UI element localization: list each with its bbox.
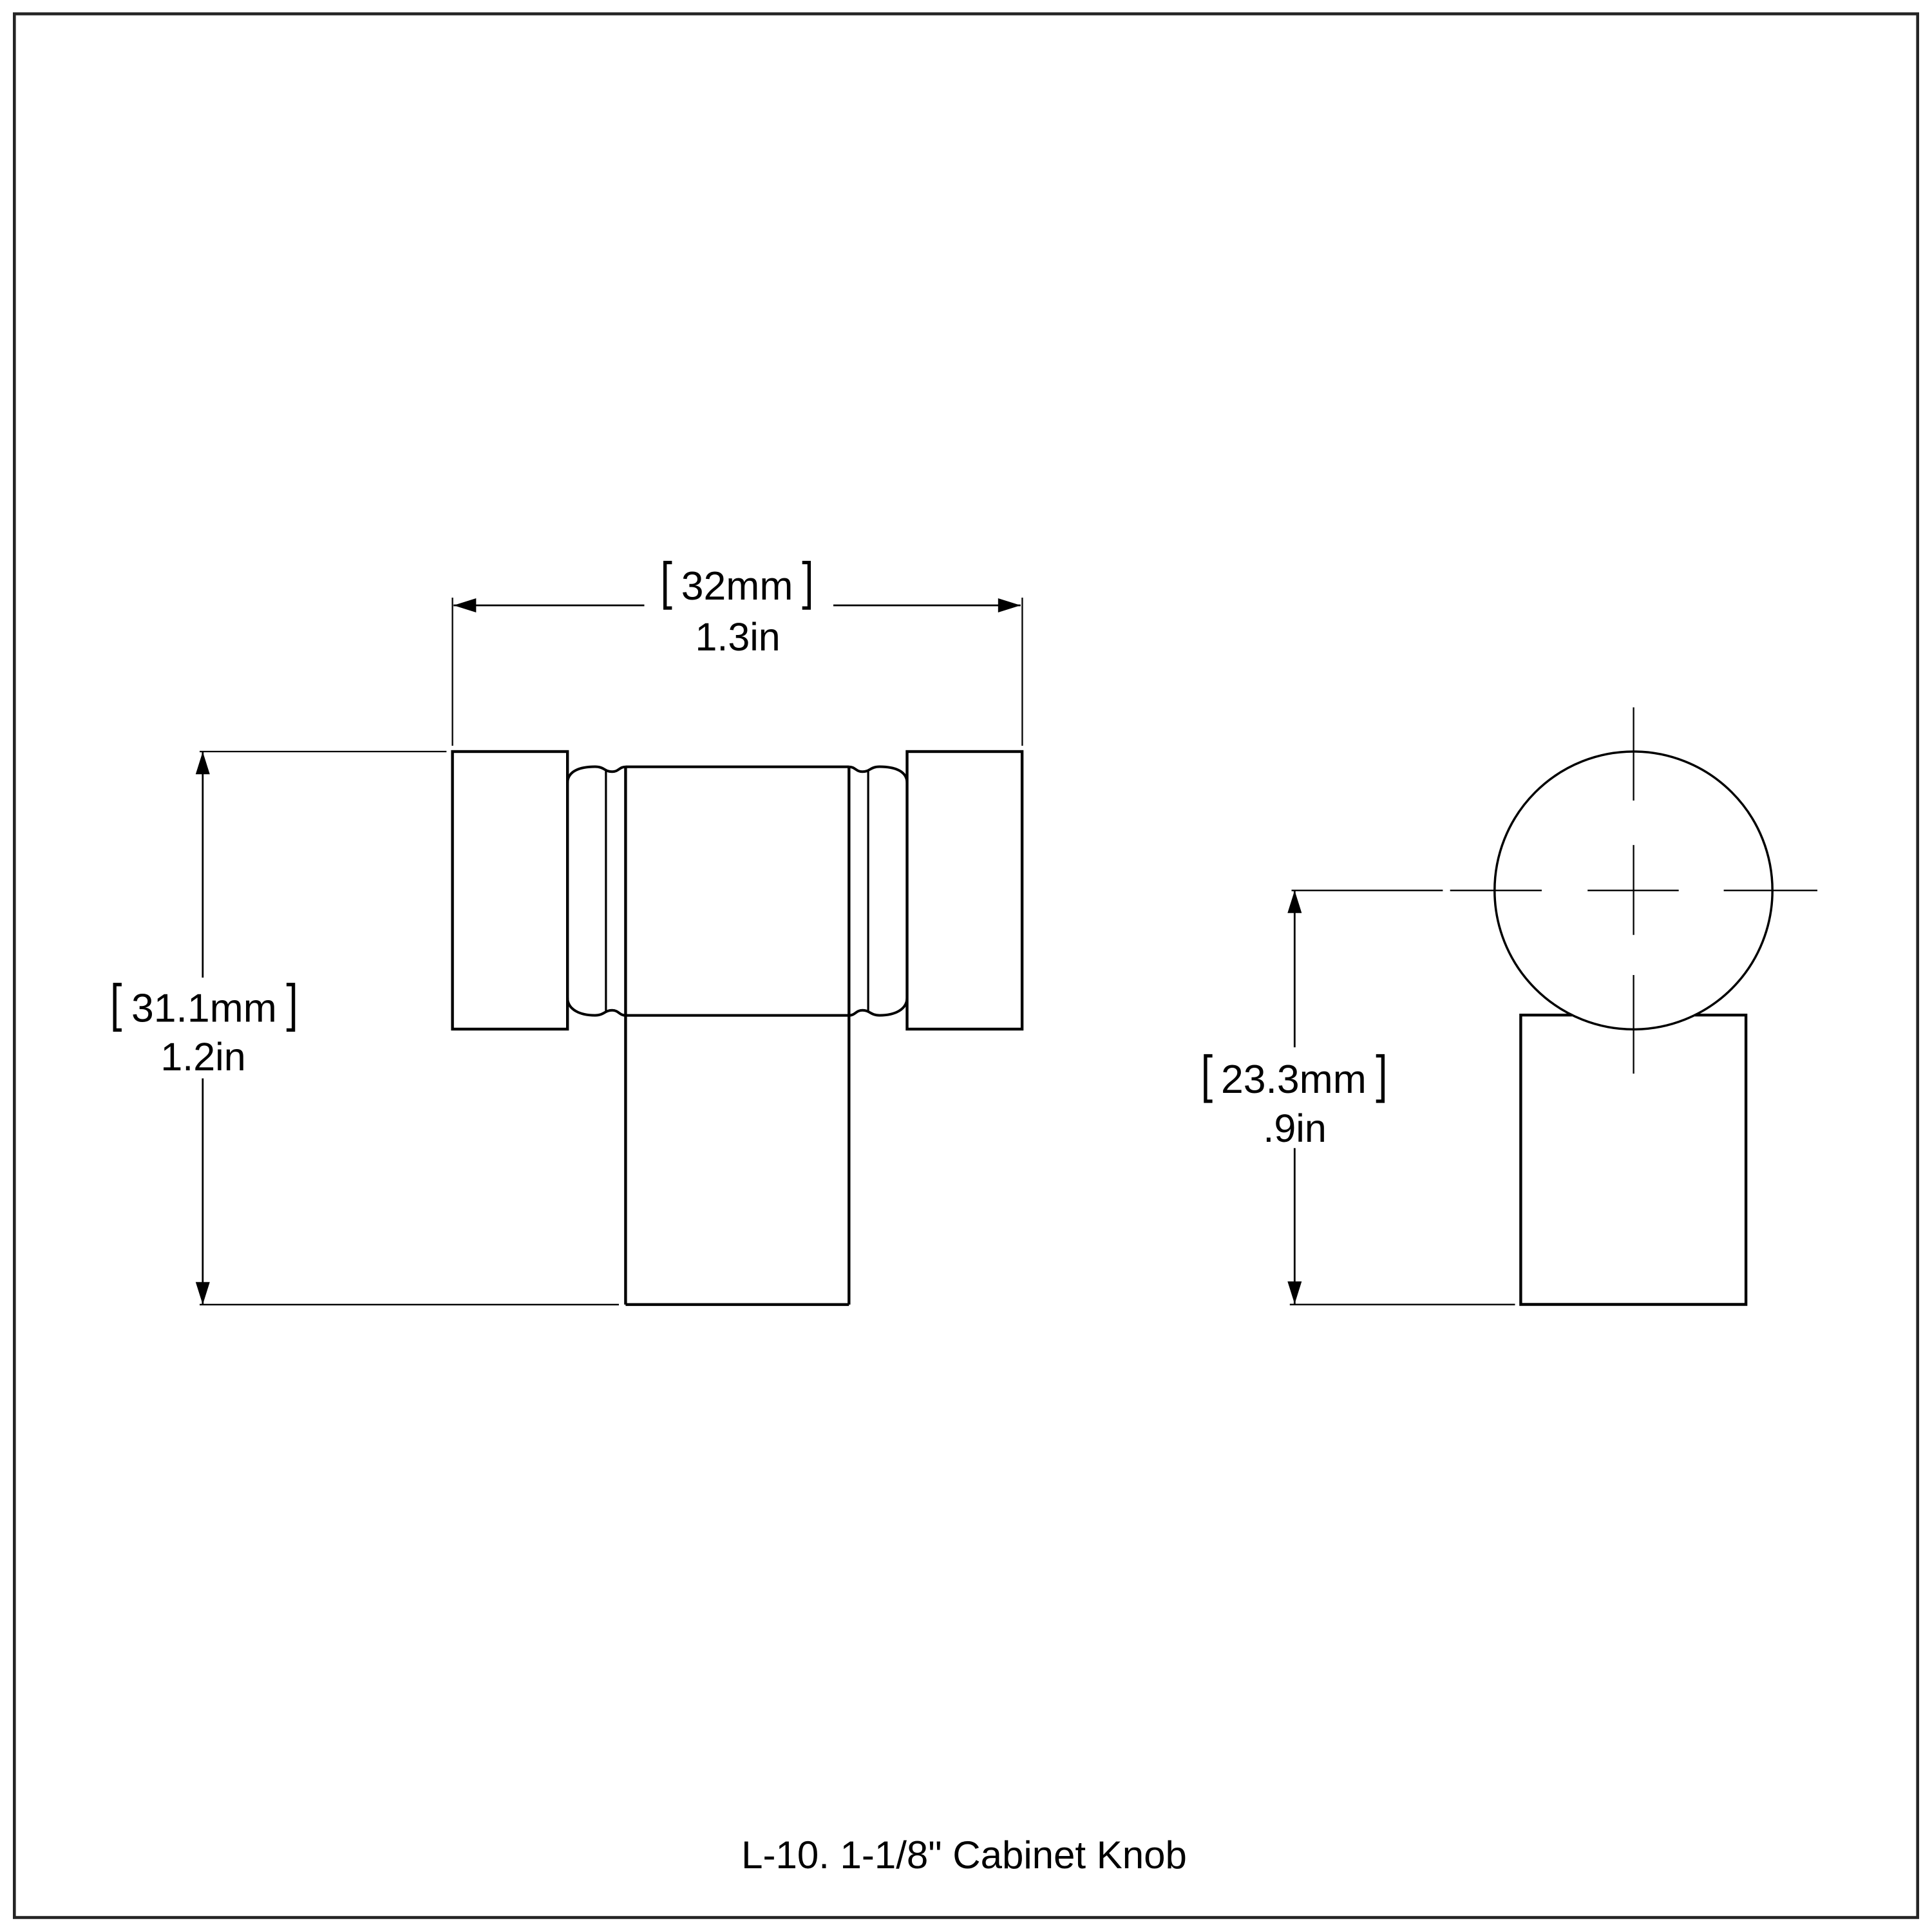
svg-text:.9in: .9in bbox=[1263, 1106, 1326, 1150]
svg-text:L-10. 1-1/8" Cabinet Knob: L-10. 1-1/8" Cabinet Knob bbox=[741, 1833, 1187, 1877]
svg-text:31.1mm: 31.1mm bbox=[131, 985, 277, 1030]
svg-text:1.3in: 1.3in bbox=[695, 615, 780, 659]
svg-text:32mm: 32mm bbox=[681, 564, 793, 609]
svg-text:23.3mm: 23.3mm bbox=[1221, 1057, 1367, 1102]
svg-text:1.2in: 1.2in bbox=[160, 1035, 245, 1079]
